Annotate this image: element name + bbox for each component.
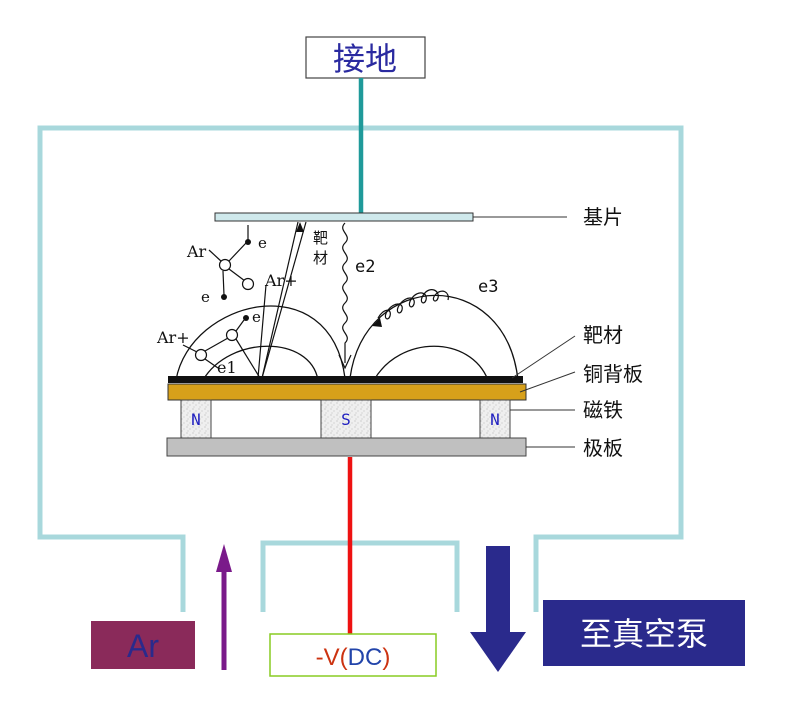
chamber-wall-right (363, 125, 684, 612)
electron-e2-label: e2 (355, 257, 375, 277)
collision-line-8 (204, 358, 219, 369)
sputter-line-3 (257, 284, 267, 379)
ion-path-lower (235, 338, 261, 379)
sputter-arrow (296, 222, 304, 232)
target-vertical-label-char-2: 材 (313, 249, 328, 267)
ar-plus-label-1: Ar+ (264, 271, 298, 290)
field-arc-right-inner (373, 345, 489, 381)
ar-particle-1: Ar (186, 242, 207, 261)
target-vertical-label: 靶 材 (313, 229, 333, 267)
copper-backplate-label: 铜背板 (583, 362, 643, 386)
ar-inlet-arrow-head (216, 544, 232, 572)
pole-plate-label: 极板 (583, 436, 623, 460)
dc-voltage-suffix: ) (382, 644, 390, 671)
ar-inlet-box (91, 621, 195, 669)
substrate-label: 基片 (583, 205, 623, 229)
ground-label-box (305, 36, 426, 79)
target-vertical-label-char-1: 靶 (313, 229, 328, 247)
substrate (214, 212, 474, 222)
sputter-line-2 (261, 221, 307, 379)
dc-voltage-prefix: -V( (316, 644, 348, 671)
electron-label-3: e (252, 308, 261, 326)
ar-ion-1 (241, 277, 255, 291)
pump-label: 至真空泵 (580, 615, 708, 653)
chamber-wall-left (37, 125, 363, 612)
copper-backplate-leader (519, 371, 576, 393)
collision-line-2 (228, 242, 247, 262)
electron-e3-spiral (377, 289, 449, 320)
electron-dot-2 (221, 294, 227, 300)
chamber-wall-bottom-mid-right (352, 540, 460, 612)
ar-ion-2 (225, 328, 239, 342)
ar-atom-1 (218, 258, 232, 272)
electron-dot-3 (243, 315, 249, 321)
dc-voltage-label: -V(DC) (316, 644, 391, 671)
copper-backplate (167, 383, 527, 401)
target-leader (511, 335, 576, 379)
dc-voltage-dc: DC (348, 644, 383, 671)
chamber-wall-bottom-mid-left (260, 540, 348, 612)
pole-plate (166, 437, 527, 457)
collision-line-1 (208, 249, 223, 263)
electron-label-1: e (258, 234, 267, 252)
collision-line-7 (235, 319, 245, 332)
collision-line-6 (204, 337, 229, 352)
target (168, 376, 523, 383)
pump-arrow-head (470, 632, 526, 672)
field-arc-right-outer (349, 294, 519, 381)
sputter-line-1 (261, 221, 299, 379)
field-arc-left-outer (175, 305, 346, 381)
electron-e2-arrowhead (338, 354, 352, 370)
electron-e3-label: e3 (478, 277, 498, 297)
electron-e3-arrow (372, 318, 382, 327)
ar-inlet-label: Ar (127, 628, 159, 664)
magnet-n-left-label: N (191, 410, 201, 429)
electron-label-2: e (201, 288, 210, 306)
magnet-s-center-label: S (341, 410, 351, 429)
magnet-n-right (479, 399, 511, 439)
magnet-label: 磁铁 (583, 398, 623, 422)
target-label: 靶材 (583, 323, 623, 347)
ground-label: 接地 (333, 40, 397, 78)
pump-arrow-shaft (486, 546, 510, 636)
collision-line-5 (182, 344, 198, 353)
collision-line-4 (222, 270, 225, 296)
ar-plus-label-2: Ar+ (156, 328, 190, 347)
pump-box (543, 600, 745, 666)
dc-voltage-box (269, 633, 437, 677)
magnet-n-right-label: N (490, 410, 500, 429)
ar-atom-2 (194, 348, 208, 362)
electron-e2-wavy (342, 222, 348, 363)
electron-e1-label: e1 (217, 358, 237, 377)
collision-line-3 (228, 268, 246, 282)
